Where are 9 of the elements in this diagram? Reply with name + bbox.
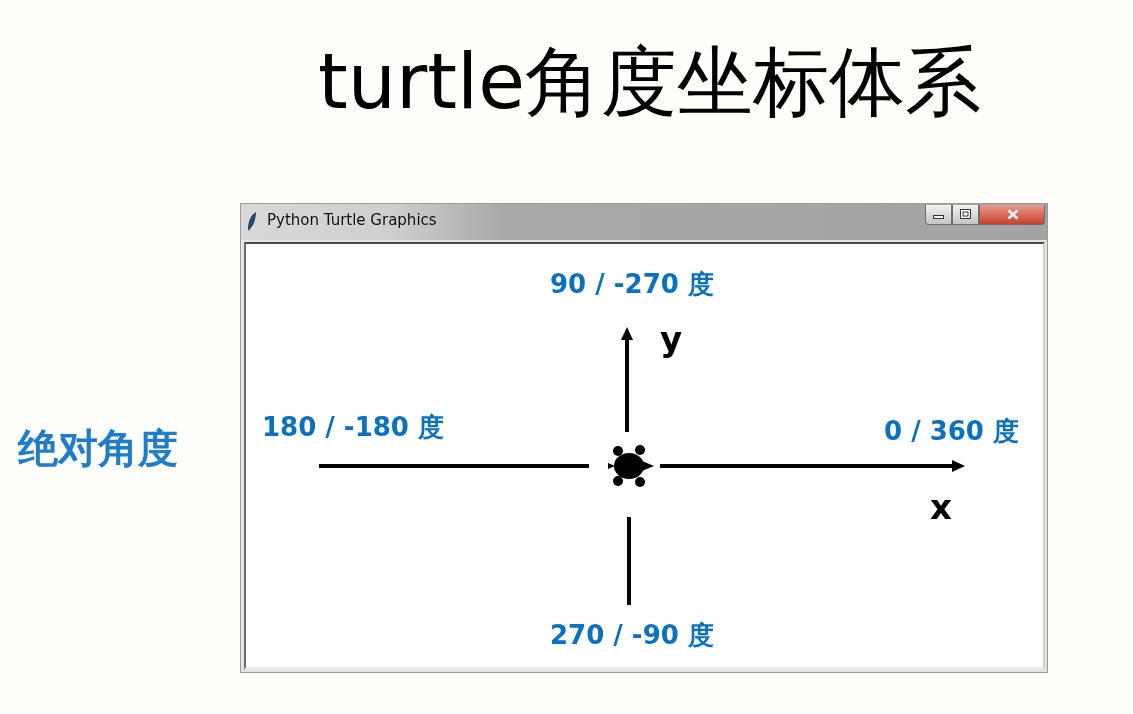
angle-label: 180 / -180 度: [262, 412, 444, 444]
angle-label: 0 / 360 度: [884, 416, 1019, 448]
angle-label: 270 / -90 度: [550, 620, 714, 652]
axis-label: y: [660, 321, 683, 359]
angle-label: 90 / -270 度: [550, 269, 714, 301]
side-heading: 绝对角度: [18, 424, 178, 472]
axis-label: x: [930, 489, 952, 527]
slide-title: turtle角度坐标体系: [318, 36, 981, 128]
window-title: Python Turtle Graphics: [267, 211, 437, 229]
